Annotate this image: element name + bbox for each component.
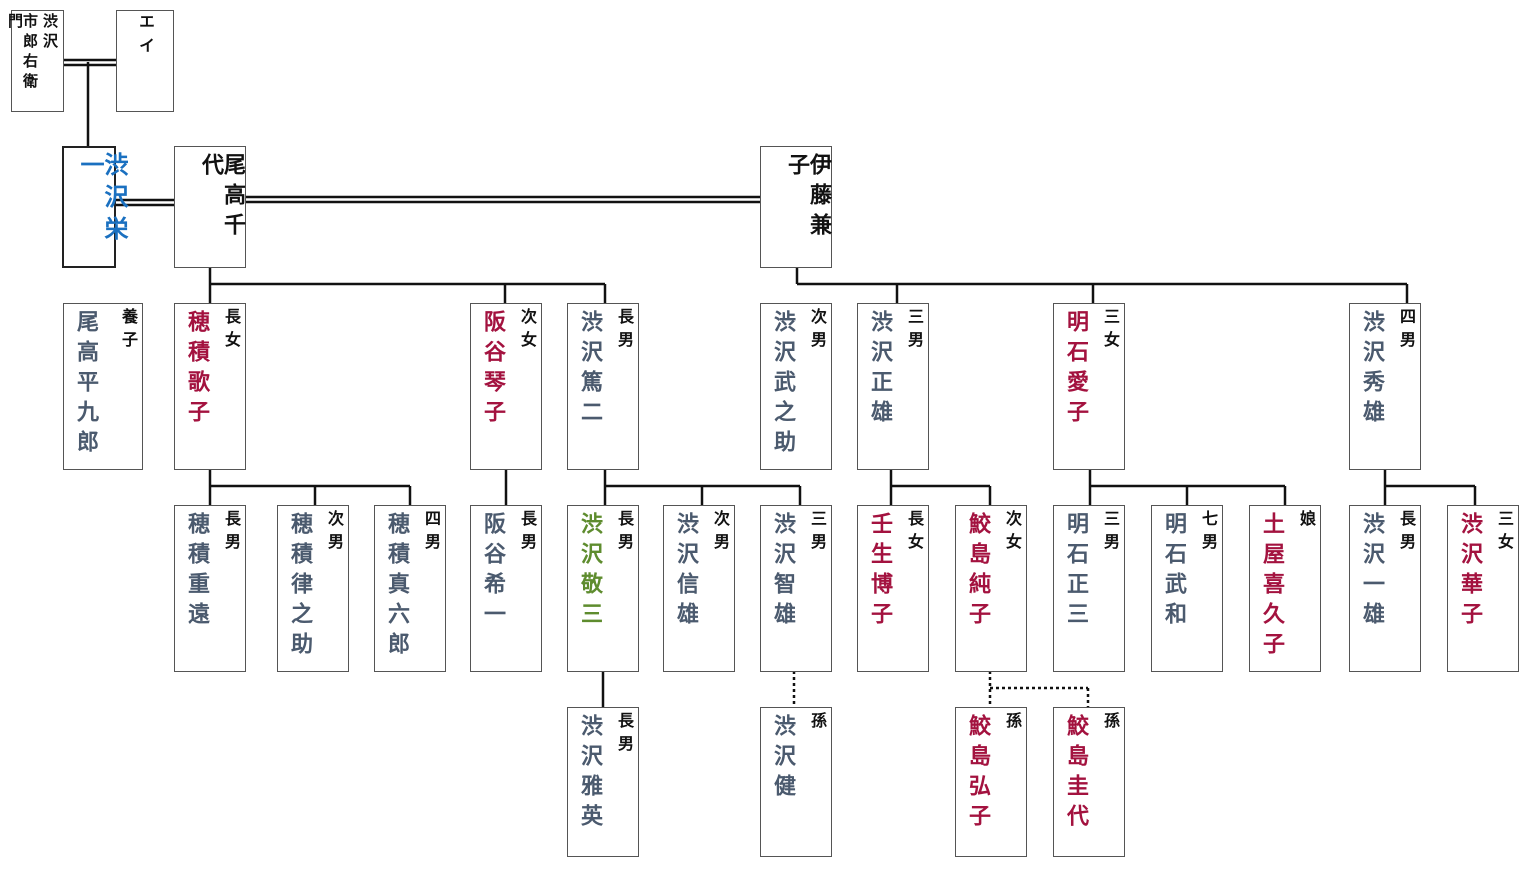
person-box-nobuo: 渋沢信雄次男 <box>663 505 735 672</box>
person-name: 尾高平九郎 <box>73 310 98 460</box>
person-box-kaneko: 伊藤兼子 <box>760 146 832 268</box>
relation-label: 三男 <box>905 308 924 354</box>
person-box-shigeto: 穂積重遠長男 <box>174 505 246 672</box>
person-name: 鮫島純子 <box>965 512 990 632</box>
person-name: 尾高千代 <box>198 153 245 243</box>
person-name: 渋沢健 <box>770 714 795 804</box>
person-name: エイ <box>136 13 155 61</box>
person-surname: 渋沢 <box>41 13 59 53</box>
relation-label: 孫 <box>1003 712 1022 735</box>
person-name: 渋沢栄一 <box>76 152 128 248</box>
person-box-shinrokuro: 穂積真六郎四男 <box>374 505 446 672</box>
person-box-masao: 渋沢正雄三男 <box>857 303 929 470</box>
person-name: 穂積歌子 <box>184 310 209 430</box>
person-box-chiyo: 尾高千代 <box>174 146 246 268</box>
relation-label: 長男 <box>222 510 241 556</box>
person-name: 明石武和 <box>1161 512 1186 632</box>
person-name: 穂積律之助 <box>287 512 312 662</box>
person-name: 渋沢敬三 <box>577 512 602 632</box>
relation-label: 四男 <box>1397 308 1416 354</box>
relation-label: 長男 <box>518 510 537 556</box>
person-name: 壬生博子 <box>867 512 892 632</box>
relation-label: 次女 <box>518 308 537 354</box>
person-name: 土屋喜久子 <box>1259 512 1284 662</box>
person-box-tokuji: 渋沢篤二長男 <box>567 303 639 470</box>
relation-label: 三女 <box>1495 510 1514 556</box>
person-name: 鮫島弘子 <box>965 714 990 834</box>
relation-label: 四男 <box>422 510 441 556</box>
relation-label: 長女 <box>222 308 241 354</box>
person-box-kayo: 鮫島圭代孫 <box>1053 707 1125 857</box>
relation-label: 三女 <box>1101 308 1120 354</box>
person-name: 穂積真六郎 <box>384 512 409 662</box>
person-box-keizo: 渋沢敬三長男 <box>567 505 639 672</box>
person-name: 伊藤兼子 <box>784 153 831 243</box>
person-name: 明石正三 <box>1063 512 1088 632</box>
person-box-kotoko: 阪谷琴子次女 <box>470 303 542 470</box>
person-name: 渋沢雅英 <box>577 714 602 834</box>
person-box-kazuo: 渋沢一雄長男 <box>1349 505 1421 672</box>
person-name: 鮫島圭代 <box>1063 714 1088 834</box>
person-box-shozo: 明石正三三男 <box>1053 505 1125 672</box>
relation-label: 孫 <box>808 712 827 735</box>
relation-label: 次男 <box>711 510 730 556</box>
person-box-eiichi: 渋沢栄一 <box>62 146 128 268</box>
person-name: 渋沢秀雄 <box>1359 310 1384 430</box>
person-name: 穂積重遠 <box>184 512 209 632</box>
person-name: 渋沢篤二 <box>577 310 602 430</box>
person-box-tomoo: 渋沢智雄三男 <box>760 505 832 672</box>
person-name: 渋沢武之助 <box>770 310 795 460</box>
person-box-masahide: 渋沢雅英長男 <box>567 707 639 857</box>
person-box-hanako: 渋沢華子三女 <box>1447 505 1519 672</box>
person-name: 渋沢華子 <box>1457 512 1482 632</box>
relation-label: 七男 <box>1199 510 1218 556</box>
person-box-aiko: 明石愛子三女 <box>1053 303 1125 470</box>
relation-label: 次女 <box>1003 510 1022 556</box>
relation-label: 次男 <box>325 510 344 556</box>
person-box-ei: エイ <box>116 10 174 112</box>
person-box-takekazu: 明石武和七男 <box>1151 505 1223 672</box>
person-box-sumiko: 鮫島純子次女 <box>955 505 1027 672</box>
person-given-name: 市郎右衛門 <box>6 13 39 93</box>
relation-label: 娘 <box>1297 510 1316 533</box>
person-box-hiroko: 壬生博子長女 <box>857 505 929 672</box>
person-box-ritsunosuke: 穂積律之助次男 <box>277 505 349 672</box>
person-name: 明石愛子 <box>1063 310 1088 430</box>
person-box-hideo: 渋沢秀雄四男 <box>1349 303 1421 470</box>
relation-label: 三男 <box>1101 510 1120 556</box>
person-box-heikuro: 尾高平九郎養子 <box>63 303 143 470</box>
person-box-kikuko: 土屋喜久子娘 <box>1249 505 1321 672</box>
person-box-ken: 渋沢健孫 <box>760 707 832 857</box>
person-name: 阪谷希一 <box>480 512 505 632</box>
relation-label: 長男 <box>615 712 634 758</box>
person-name: 渋沢信雄 <box>673 512 698 632</box>
person-name: 渋沢一雄 <box>1359 512 1384 632</box>
person-box-kiichi: 阪谷希一長男 <box>470 505 542 672</box>
relation-label: 次男 <box>808 308 827 354</box>
person-name: 渋沢正雄 <box>867 310 892 430</box>
person-box-ichiroemon: 渋沢市郎右衛門 <box>6 10 64 112</box>
relation-label: 長女 <box>905 510 924 556</box>
relation-label: 養子 <box>119 308 138 354</box>
person-name: 渋沢智雄 <box>770 512 795 632</box>
relation-label: 孫 <box>1101 712 1120 735</box>
relation-label: 三男 <box>808 510 827 556</box>
relation-label: 長男 <box>615 308 634 354</box>
person-box-utako: 穂積歌子長女 <box>174 303 246 470</box>
relation-label: 長男 <box>615 510 634 556</box>
person-box-takenosuke: 渋沢武之助次男 <box>760 303 832 470</box>
relation-label: 長男 <box>1397 510 1416 556</box>
person-box-hiroko2: 鮫島弘子孫 <box>955 707 1027 857</box>
person-name: 阪谷琴子 <box>480 310 505 430</box>
